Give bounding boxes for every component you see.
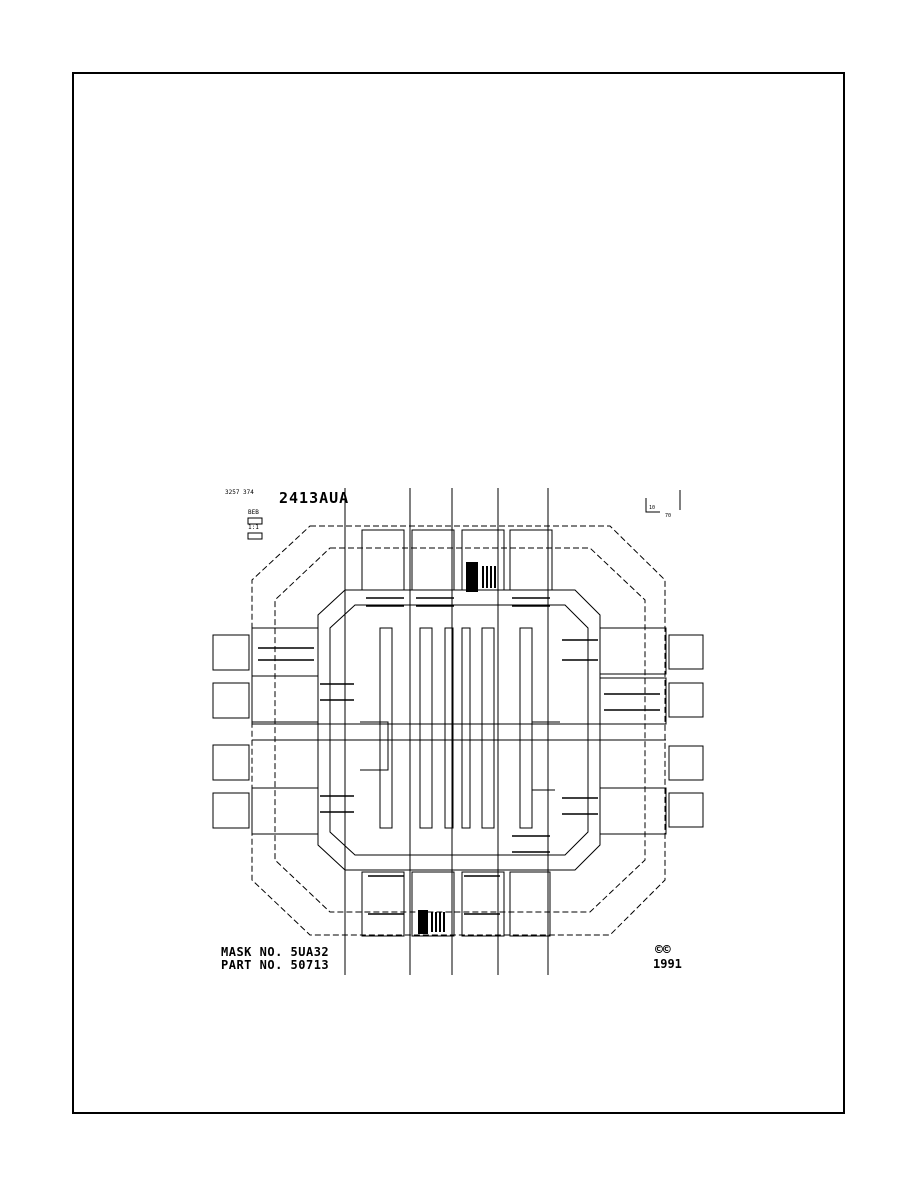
scale-label-b: 70 xyxy=(665,513,672,519)
bond-pad xyxy=(361,529,405,591)
year-label: 1991 xyxy=(653,957,682,971)
bond-pad xyxy=(509,529,553,591)
bond-pad xyxy=(212,634,250,671)
bond-pad xyxy=(212,792,250,829)
core-outline xyxy=(317,589,601,871)
io-cell xyxy=(599,787,667,835)
die-label: 2413AUA xyxy=(279,489,350,507)
io-cell xyxy=(599,627,667,675)
part-number: PART NO. 50713 xyxy=(221,958,330,972)
io-cell xyxy=(251,675,319,723)
io-cell xyxy=(251,787,319,835)
mask-number: MASK NO. 5UA32 xyxy=(221,945,330,959)
bond-pad xyxy=(361,871,405,937)
io-cell xyxy=(599,677,667,725)
bond-pad xyxy=(411,871,455,937)
io-cell xyxy=(251,627,319,677)
outer-seal-ring xyxy=(251,525,666,936)
bond-pad xyxy=(212,682,250,719)
bond-pad xyxy=(668,634,704,670)
bond-pad xyxy=(212,744,250,781)
page-border-frame xyxy=(72,72,845,1114)
bond-pad xyxy=(509,871,551,937)
bond-pad xyxy=(411,529,455,591)
mask-code: 3257 374 xyxy=(225,489,254,496)
bond-pad xyxy=(668,792,704,828)
scale-label-a: 10 xyxy=(649,505,656,511)
small-mark-b: 1:1 xyxy=(248,524,259,531)
mid-seal-ring xyxy=(274,547,646,913)
copyright-mark: ©© xyxy=(655,943,671,958)
core-inner-outline xyxy=(329,604,589,856)
bond-pad xyxy=(461,871,505,937)
bond-pad xyxy=(461,529,505,591)
small-mark-a: BEB xyxy=(248,509,259,516)
bond-pad xyxy=(668,745,704,781)
bond-pad xyxy=(668,682,704,718)
